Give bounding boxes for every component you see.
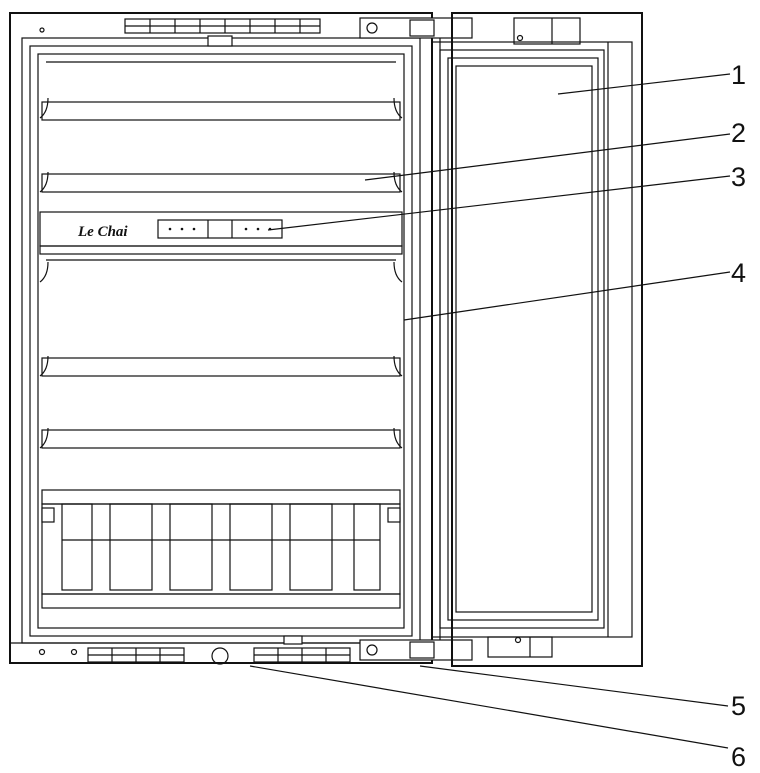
callout-labels: 1 2 3 4 5 6 (731, 60, 746, 772)
top-vent-grille (39, 18, 321, 47)
callout-1: 1 (731, 60, 746, 90)
leader-line-5 (419, 665, 729, 707)
top-hinge (359, 17, 473, 39)
leader-lines (249, 73, 731, 749)
bottom-drawer (41, 489, 401, 609)
upper-shelf (41, 61, 401, 121)
leader-line-6 (249, 665, 729, 749)
callout-2: 2 (731, 118, 746, 148)
shelf-supports (39, 97, 403, 449)
callout-3: 3 (731, 162, 746, 192)
door (431, 12, 643, 667)
shelf (41, 429, 401, 449)
callout-4: 4 (731, 258, 746, 288)
shelf (41, 173, 401, 193)
leader-line-4 (403, 271, 731, 321)
shelf (41, 259, 401, 377)
brand-logo: Le Chai (77, 224, 128, 240)
adjustable-foot (211, 647, 229, 665)
leader-line-3 (267, 175, 731, 231)
callout-6: 6 (731, 742, 746, 772)
bottom-hinge (359, 639, 473, 661)
control-panel: Le Chai (39, 211, 403, 255)
bottom-vent-grille (38, 635, 351, 663)
callout-5: 5 (731, 691, 746, 721)
cabinet-body (9, 12, 433, 664)
leader-line-2 (364, 133, 731, 181)
leader-line-1 (557, 73, 731, 95)
